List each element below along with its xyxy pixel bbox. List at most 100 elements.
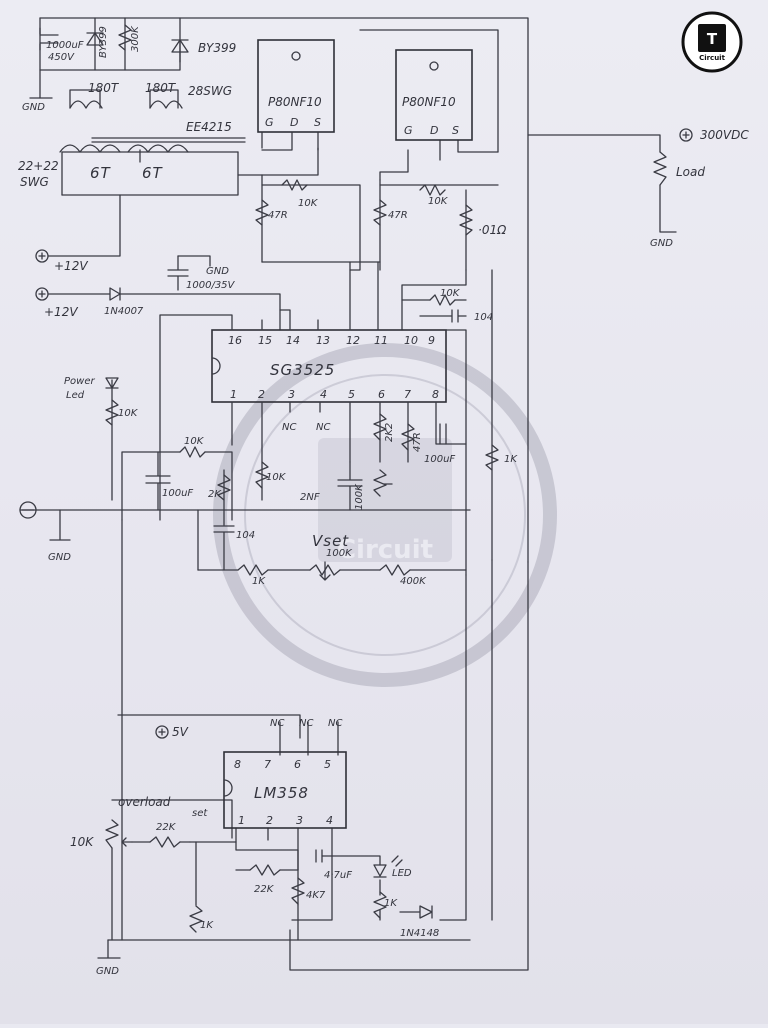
ic-lm358-name: LM358: [254, 784, 309, 802]
resistor-10k-d-label: 10K: [266, 472, 287, 483]
overload-label: overload: [118, 795, 171, 809]
sg3525-pin-11: 11: [374, 334, 388, 347]
lm358-nc-b: NC: [299, 718, 313, 729]
cap-4u7-label: 4·7uF: [324, 870, 352, 881]
core-ee4215-label: EE4215: [186, 120, 232, 134]
resistor-47r-c-label: 47R: [412, 432, 423, 452]
resistor-1k-c-label: 1K: [384, 898, 398, 909]
resistor-47r-c: [401, 423, 415, 451]
sg3525-bottom-pins: 1 2 3 4 5 6 7 8: [230, 388, 439, 401]
cap-1000-35v-label: 1000/35V: [186, 280, 236, 291]
pot-100k-a: [373, 469, 393, 497]
gnd-mid-label: GND: [206, 266, 229, 277]
capacitor-1000-35v: [167, 255, 211, 291]
sg3525-pin-8: 8: [432, 388, 439, 401]
resistor-10k-led: [105, 399, 119, 426]
wire-22-label: 22+22: [18, 159, 59, 173]
logo-letter: T: [707, 30, 718, 48]
resistor-10k-b-label: 10K: [428, 196, 449, 207]
lm358-pin-5: 5: [324, 758, 331, 771]
wire-swg-label: SWG: [20, 175, 49, 189]
pot-vset-label: 100K: [326, 548, 353, 559]
resistor-1k-right: [485, 444, 499, 471]
ic-sg3525: SG3525: [211, 329, 447, 403]
watermark-text: Circuit: [337, 535, 433, 565]
sg3525-pin-7: 7: [404, 388, 411, 401]
mosfet-q1-pin-s: S: [314, 116, 321, 129]
resistor-47r-a: [255, 199, 269, 226]
capacitor-100uf-b: [145, 451, 171, 511]
lm358-pin-7: 7: [264, 758, 271, 771]
resistor-2k: [217, 474, 231, 501]
resistor-10k-c-label: 10K: [184, 436, 205, 447]
mosfet-q1: P80NF10 G D S: [257, 39, 335, 133]
lm358-pin-1: 1: [238, 814, 245, 827]
sg3525-nc4-label: NC: [316, 422, 330, 433]
shunt-resistor: [459, 204, 473, 236]
resistor-2k2-label: 2K2: [384, 423, 395, 442]
lm358-pin-3: 3: [296, 814, 303, 827]
diode-by399-a: [86, 32, 104, 46]
sg3525-pin-9: 9: [428, 334, 435, 347]
gnd-bottom-label: GND: [96, 966, 119, 977]
sg3525-pin-1: 1: [230, 388, 237, 401]
ic-sg3525-name: SG3525: [270, 361, 335, 379]
gnd-top-label: GND: [22, 102, 45, 113]
ic-lm358: LM358 8 7 6 5 1 2 3 4: [223, 751, 347, 829]
diode-by399-b: [171, 39, 189, 53]
input-12v-a-label: +12V: [54, 259, 88, 273]
resistor-22k-b: [235, 864, 299, 876]
resistor-22k-a: [131, 836, 191, 848]
resistor-47r-a-label: 47R: [268, 210, 288, 221]
resistor-1k-b-label: 1K: [252, 576, 266, 587]
cap-104-a-label: 104: [474, 312, 493, 323]
status-led: [373, 855, 403, 878]
mosfet-q2-pin-g: G: [404, 124, 413, 137]
brand-logo: T Circuit: [681, 11, 743, 73]
resistor-4k7-label: 4K7: [306, 890, 326, 901]
sg3525-pin-10: 10: [404, 334, 418, 347]
sg3525-pin-2: 2: [258, 388, 265, 401]
lm358-pin-2: 2: [266, 814, 273, 827]
cap-100uf-b-label: 100uF: [162, 488, 193, 499]
input-12v-terminal-b: [35, 287, 281, 331]
resistor-1k-d: [189, 905, 203, 933]
sg3525-pin-13: 13: [316, 334, 330, 347]
sg3525-pin-12: 12: [346, 334, 360, 347]
cap-1000uf-label: 1000uF: [46, 40, 84, 51]
transformer-secondary: [59, 100, 189, 153]
lower-wiring: [107, 519, 529, 971]
output-voltage-label: 300VDC: [700, 128, 749, 142]
sg3525-nc3-label: NC: [282, 422, 296, 433]
top-wiring: [29, 17, 677, 563]
sg3525-pin-5: 5: [348, 388, 355, 401]
resistor-10k-fb-label: 10K: [440, 288, 461, 299]
load-resistor: [653, 151, 667, 186]
input-12v-terminal-a: [35, 249, 49, 263]
turns-180t-b: 180T: [145, 81, 177, 95]
pot-100k-a-label: 100K: [354, 483, 365, 510]
overload-set-label: set: [192, 808, 208, 819]
load-label: Load: [676, 165, 705, 179]
lm358-pin-8: 8: [234, 758, 241, 771]
power-led: [105, 377, 119, 389]
capacitor-100uf-a: [439, 423, 447, 445]
resistor-400k-label: 400K: [400, 576, 427, 587]
mosfet-q1-name: P80NF10: [268, 95, 322, 109]
resistor-300k-label: 300K: [130, 25, 141, 52]
sg3525-pin-6: 6: [378, 388, 385, 401]
gnd-left-label: GND: [48, 552, 71, 563]
sg3525-pin-3: 3: [288, 388, 295, 401]
resistor-10k-b: [419, 184, 446, 196]
resistor-2k-label: 2K: [208, 489, 222, 500]
mosfet-q2-name: P80NF10: [402, 95, 456, 109]
shunt-label: ·01Ω: [478, 223, 507, 237]
resistor-1k-c: [373, 891, 387, 919]
lm358-nc-c: NC: [328, 718, 342, 729]
lm358-pin-6: 6: [294, 758, 301, 771]
mosfet-q2-pin-d: D: [430, 124, 438, 137]
resistor-4k7: [291, 877, 305, 905]
diode-by399-a-label: BY399: [98, 26, 109, 58]
